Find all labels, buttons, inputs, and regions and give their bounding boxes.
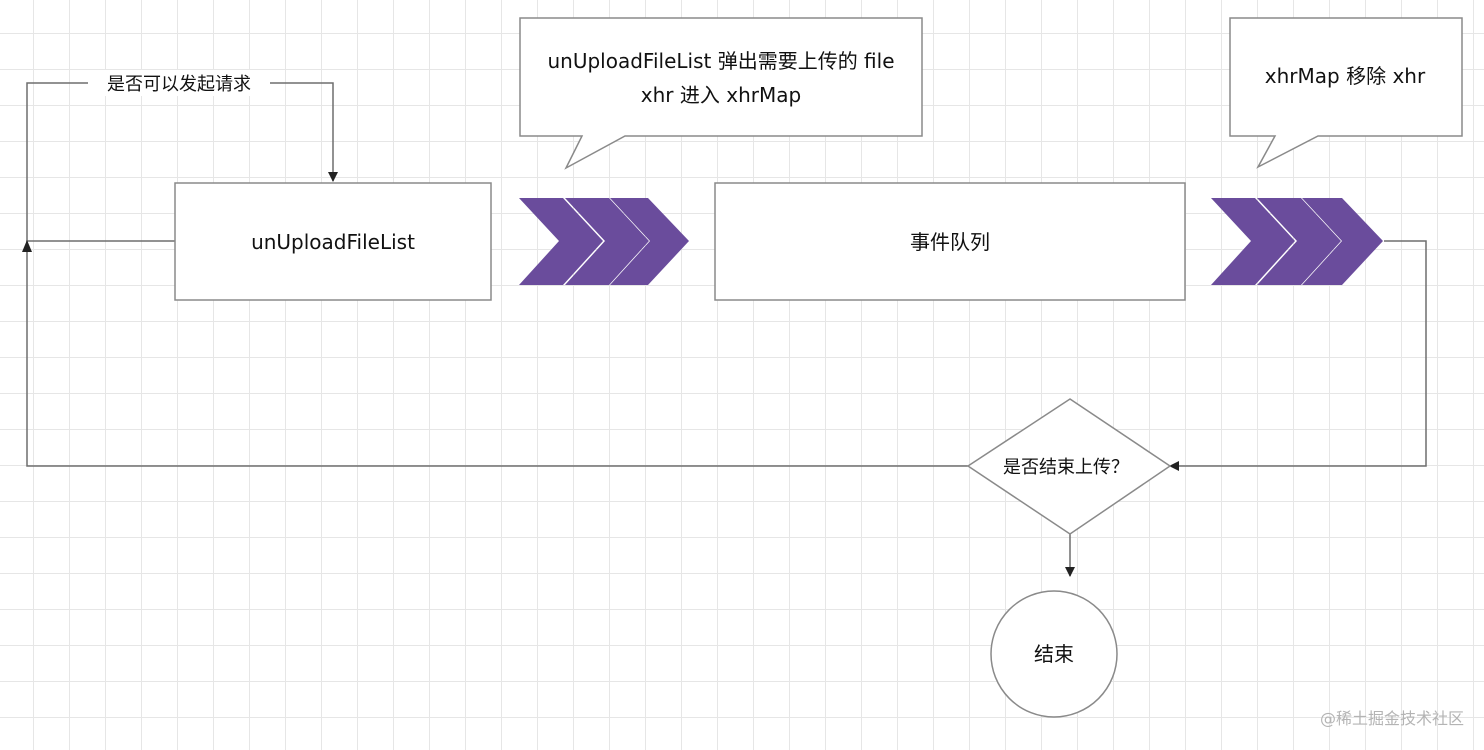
decision-node[interactable] [966, 398, 1172, 535]
watermark: @稀土掘金技术社区 [1320, 709, 1464, 728]
callout-remove-text: xhrMap 移除 xhr [1265, 64, 1426, 88]
callout-remove-xhr [1229, 17, 1463, 169]
edge-label-bg [88, 70, 270, 96]
decision-label: 是否结束上传？ [1003, 457, 1129, 478]
callout-pop-file [519, 17, 923, 170]
file-list-left-connector [26, 240, 175, 245]
end-label: 结束 [1034, 642, 1074, 666]
loop-back-connector [26, 82, 968, 467]
chevron-arrow-icon [519, 198, 689, 285]
chevron-arrow-icon [1211, 198, 1383, 285]
callout-pop-line2: xhr 进入 xhrMap [641, 83, 801, 107]
event-queue-node[interactable] [714, 182, 1186, 301]
event-queue-label: 事件队列 [910, 230, 990, 254]
end-node[interactable] [990, 590, 1118, 718]
file-list-label: unUploadFileList [251, 230, 415, 254]
callout-pop-line1: unUploadFileList 弹出需要上传的 file [547, 49, 894, 73]
edge-label-can-request: 是否可以发起请求 [107, 74, 251, 95]
queue-to-decision-connector [1169, 240, 1427, 471]
loop-up-arrowhead [22, 240, 32, 252]
file-list-node[interactable] [174, 182, 492, 301]
